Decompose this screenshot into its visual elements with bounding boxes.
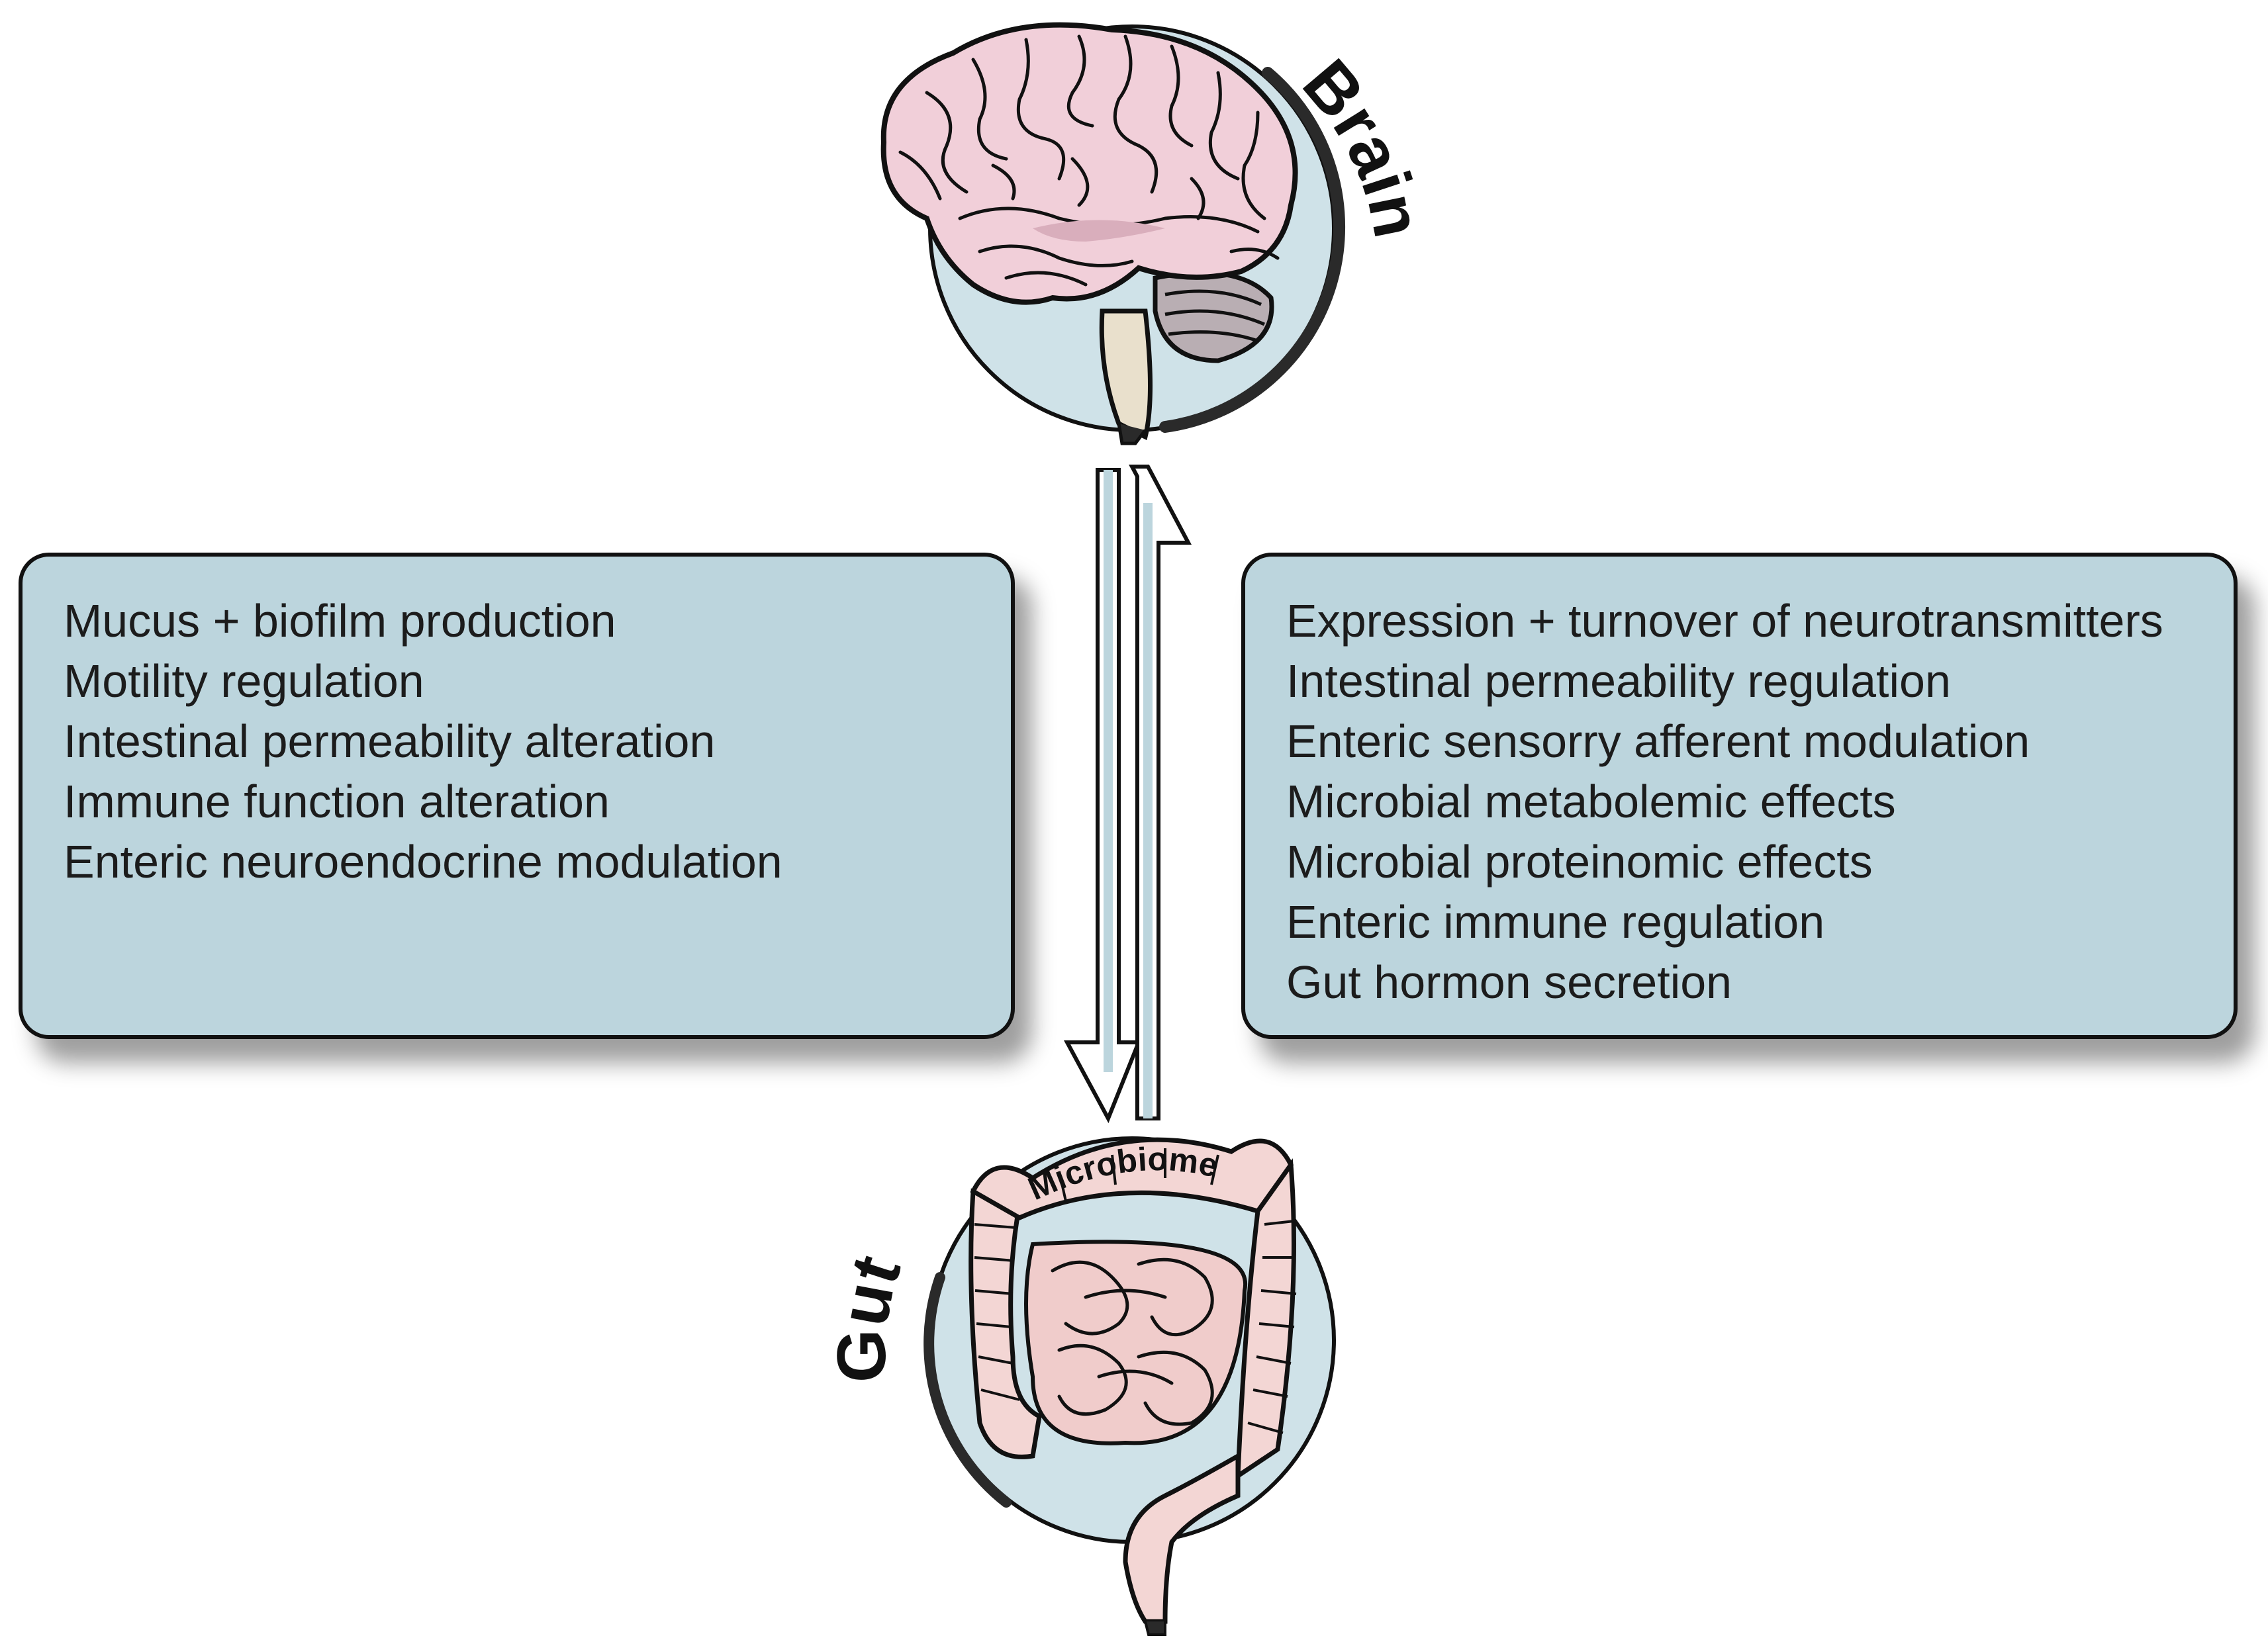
effect-item: Immune function alteration bbox=[64, 776, 610, 827]
brain-to-gut-effects-box: Mucus + biofilm production Motility regu… bbox=[19, 553, 1015, 1039]
effect-item: Gut hormon secretion bbox=[1286, 956, 1732, 1008]
gut-to-brain-effects-list: Expression + turnover of neurotransmitte… bbox=[1286, 591, 2234, 1013]
effect-item: Intestinal permeability regulation bbox=[1286, 655, 1951, 707]
brain-icon bbox=[880, 22, 1298, 445]
brain-group: Brain bbox=[880, 22, 1437, 445]
effect-item: Enteric sensorry afferent modulation bbox=[1286, 715, 2030, 767]
gut-to-brain-effects-box: Expression + turnover of neurotransmitte… bbox=[1241, 553, 2238, 1039]
intestines-icon bbox=[969, 1137, 1297, 1636]
effect-item: Mucus + biofilm production bbox=[64, 595, 616, 647]
brain-circle-shadow-arc bbox=[1159, 67, 1345, 433]
effect-item: Expression + turnover of neurotransmitte… bbox=[1286, 595, 2163, 647]
effect-item: Motility regulation bbox=[64, 655, 424, 707]
brain-to-gut-effects-list: Mucus + biofilm production Motility regu… bbox=[64, 591, 1011, 892]
effect-item: Enteric neuroendocrine modulation bbox=[64, 836, 782, 887]
effect-item: Enteric immune regulation bbox=[1286, 896, 1825, 948]
arrow-up-icon bbox=[1129, 465, 1192, 1120]
gut-label: Gut bbox=[824, 1247, 916, 1383]
effect-item: Microbial metabolemic effects bbox=[1286, 776, 1896, 827]
gut-group: Microbiome Gut bbox=[824, 1136, 1336, 1636]
effect-item: Microbial proteinomic effects bbox=[1286, 836, 1873, 887]
effect-item: Intestinal permeability alteration bbox=[64, 715, 716, 767]
arrow-down-icon bbox=[1063, 468, 1142, 1124]
gut-circle-shadow-arc bbox=[923, 1272, 1012, 1508]
